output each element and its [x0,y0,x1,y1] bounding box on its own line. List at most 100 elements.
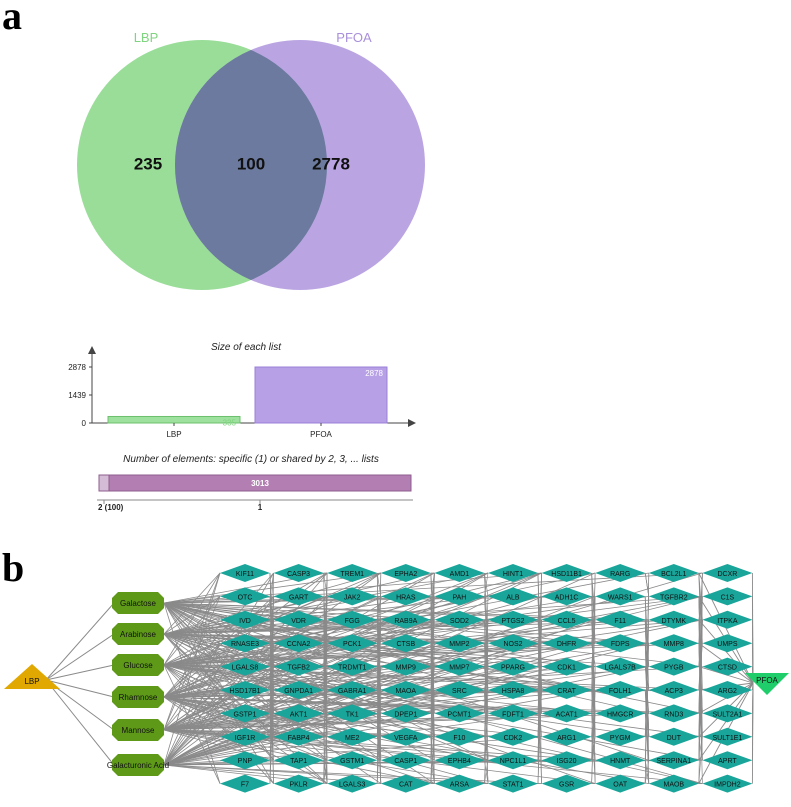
network-edge [45,679,115,766]
network-node-gene [434,610,485,629]
size-chart-title: Size of each list [211,342,282,353]
network-node-gene [327,587,378,606]
network-node-label: HSD17B1 [229,688,260,695]
network-node-gene [273,704,324,723]
network-node-label: APRT [718,758,737,765]
venn-count-lbp-only: 235 [134,154,162,173]
network-node-label: Galacturonic Acid [107,761,169,770]
network-node-gene [595,587,646,606]
network-node-label: FGG [345,618,360,625]
network-node-label: TK1 [346,711,359,718]
network-edge [484,643,489,737]
network-edge [269,572,274,620]
network-node-gene [434,634,485,653]
network-node-gene [434,774,485,793]
network-edge [163,664,649,738]
network-node-label: PYGM [610,735,631,742]
network-node-gene [595,610,646,629]
network-node-gene [220,564,270,582]
network-edge [163,596,221,666]
network-edge [537,689,542,784]
network-node-label: CCNA2 [287,641,311,648]
network-node-label: HINT1 [503,571,523,578]
network-node-gene [220,657,270,676]
network-node-gene [434,727,485,746]
network-node-gene [434,587,485,606]
network-node-compound [112,623,164,645]
network-node-gene [273,587,324,606]
network-edge [323,572,328,784]
network-node-gene [327,564,378,582]
network-node-gene [702,774,753,793]
network-node-label: SULT2A1 [712,711,742,718]
network-node-gene [434,681,485,699]
venn-set-label-pfoa: PFOA [336,30,372,45]
network-node-compound [112,754,164,776]
network-node-gene [488,587,538,606]
network-node-label: PCMT1 [448,711,472,718]
network-node-compound [112,686,164,708]
network-node-label: VEGFA [394,735,418,742]
network-node-label: EPHA2 [394,571,417,578]
network-node-label: AKT1 [290,711,308,718]
network-node-label: CTSB [396,641,415,648]
network-node-label: HRAS [396,594,416,601]
network-node-label: DUT [667,735,682,742]
network-node-label: MMP2 [449,641,469,648]
network-node-gene [380,751,431,770]
network-node-label: Mannose [122,726,155,735]
network-node-gene [702,564,753,582]
network-node-label: SRC [452,688,467,695]
network-node-label: BCL2L1 [661,571,686,578]
network-node-gene [541,704,592,723]
network-node-gene [648,751,699,770]
network-node-gene [488,681,538,699]
network-node-label: HMGCR [607,711,633,718]
network-node-gene [380,657,431,676]
network-node-label: GART [289,594,309,601]
network-edge [269,643,274,784]
network-edge [698,619,703,784]
network-node-gene [541,681,592,699]
network-node-label: TREM1 [340,571,364,578]
network-node-label: SOD2 [450,618,469,625]
network-node-gene [434,704,485,723]
network-edge [323,760,328,784]
network-node-label: TGFB2 [287,665,310,672]
network-edge [591,689,596,784]
network-node-gene [702,727,753,746]
network-node-gene [541,587,592,606]
network-node-label: RAB9A [394,618,417,625]
network-edge [484,572,489,597]
network-node-label: TGFBR2 [660,594,688,601]
network-node-gene [648,587,699,606]
network-node-gene [595,564,646,582]
network-edge [163,736,221,766]
network-node-gene [595,681,646,699]
network-node-label: UMPS [717,641,738,648]
network-edge [163,642,221,666]
network-node-label: PPARG [501,665,525,672]
network-edge [163,689,221,766]
network-node-gene [541,774,592,793]
network-edge [163,689,435,766]
network-node-gene [541,634,592,653]
network-edge [376,619,382,784]
network-edge [163,643,221,766]
network-node-label: ARG1 [557,735,576,742]
network-node-label: GSTM1 [340,758,364,765]
network-node-gene [220,681,270,699]
network-edge [163,596,221,635]
network-node-label: CRAT [557,688,576,695]
network-node-gene [541,610,592,629]
network-node-gene [648,774,699,793]
panel-label-b: b [2,545,25,590]
size-chart-y-arrow [88,346,96,354]
network-node-gene [702,657,753,676]
panel-label-a: a [2,0,22,38]
size-chart-value-label: 335 [223,418,237,427]
network-node-label: SULT1E1 [712,735,742,742]
network-node-label: PYGB [664,665,684,672]
network-node-label: ARSA [450,782,469,789]
